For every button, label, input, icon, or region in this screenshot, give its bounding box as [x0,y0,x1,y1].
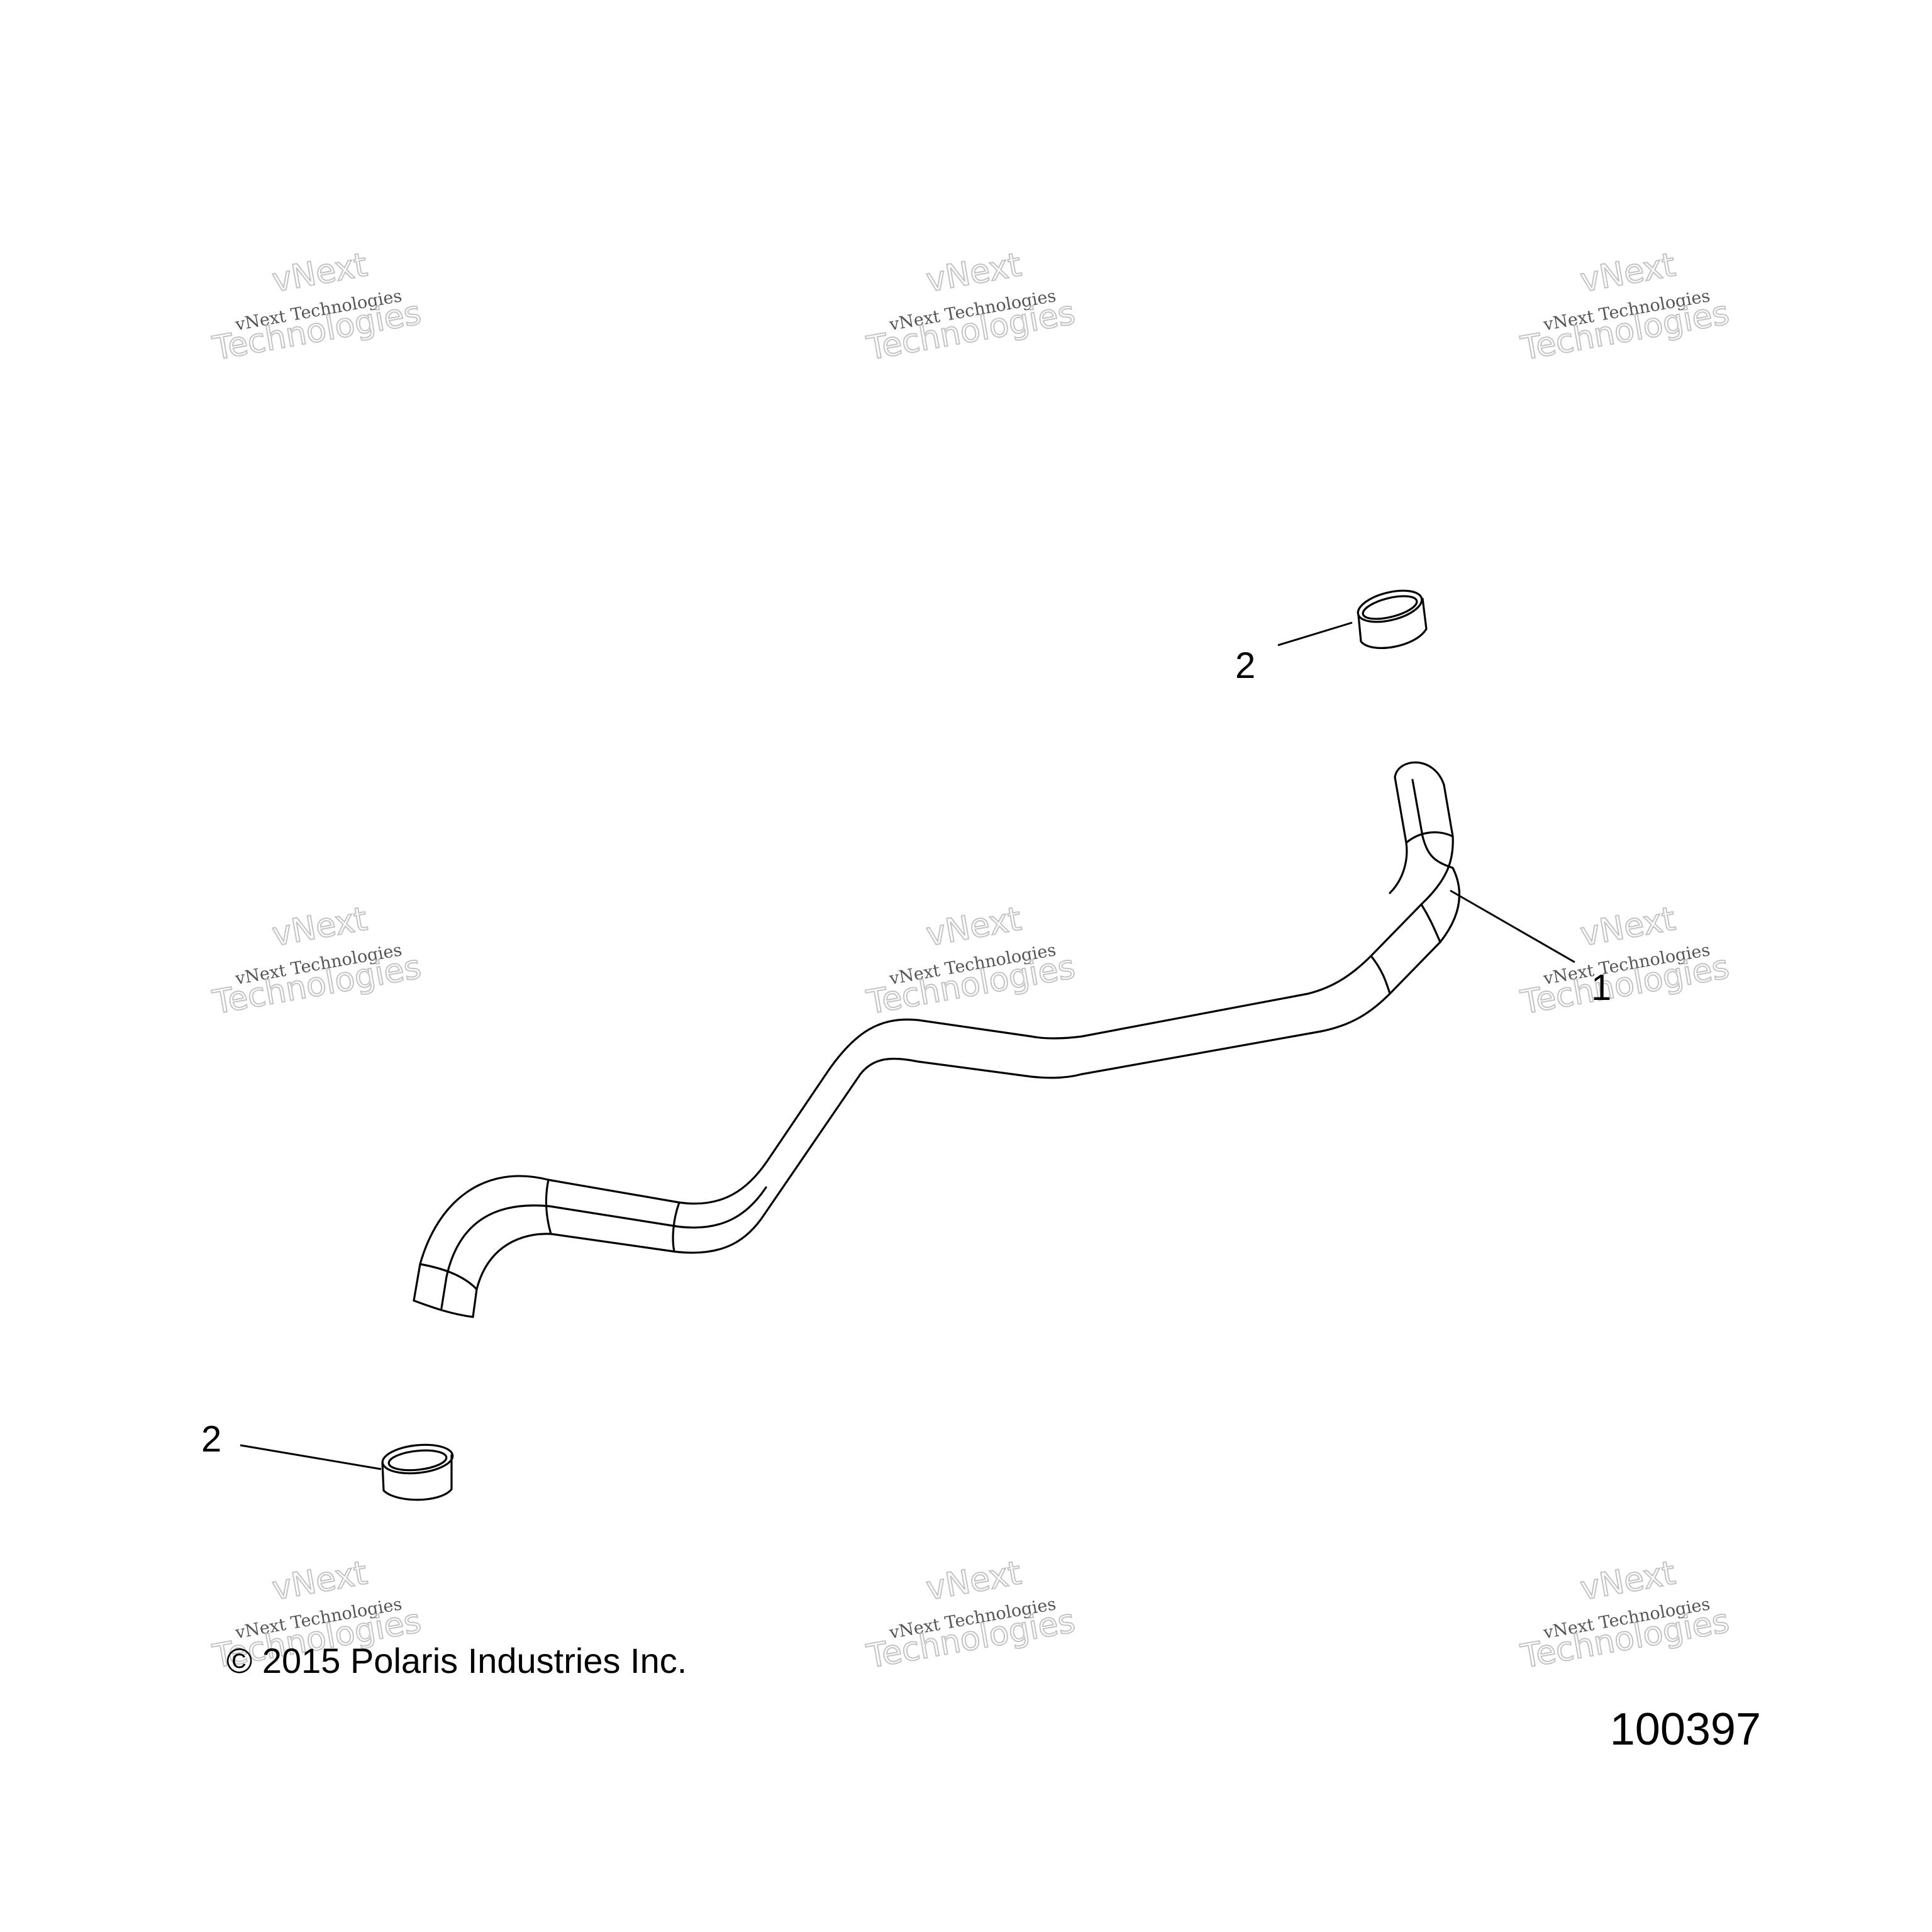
figure-number: 100397 [1610,1704,1761,1755]
watermark-text: vNext [1577,1554,1678,1607]
watermark-text: vNext [269,1554,370,1607]
leader-line-clamp-bottom [240,1444,382,1470]
hose-clamp-top [1357,589,1428,649]
leader-line-hose [1450,889,1575,963]
callout-clamp-top: 2 [1235,645,1255,686]
copyright-text: © 2015 Polaris Industries Inc. [226,1641,687,1680]
hose-clamp-bottom [381,1443,454,1501]
watermark-text: vNext [269,246,370,299]
watermark-text: vNext [923,900,1024,953]
leader-line-clamp-top [1277,621,1353,647]
watermark-text: vNext [923,1554,1024,1607]
watermark-text: vNext [269,900,370,953]
coolant-hose [413,761,1460,1318]
callout-clamp-bottom: 2 [201,1419,221,1460]
watermark-text: vNext [923,246,1024,299]
watermark-text: vNext [1577,900,1678,953]
callout-hose: 1 [1591,967,1611,1008]
watermark-text: vNext [1577,246,1678,299]
